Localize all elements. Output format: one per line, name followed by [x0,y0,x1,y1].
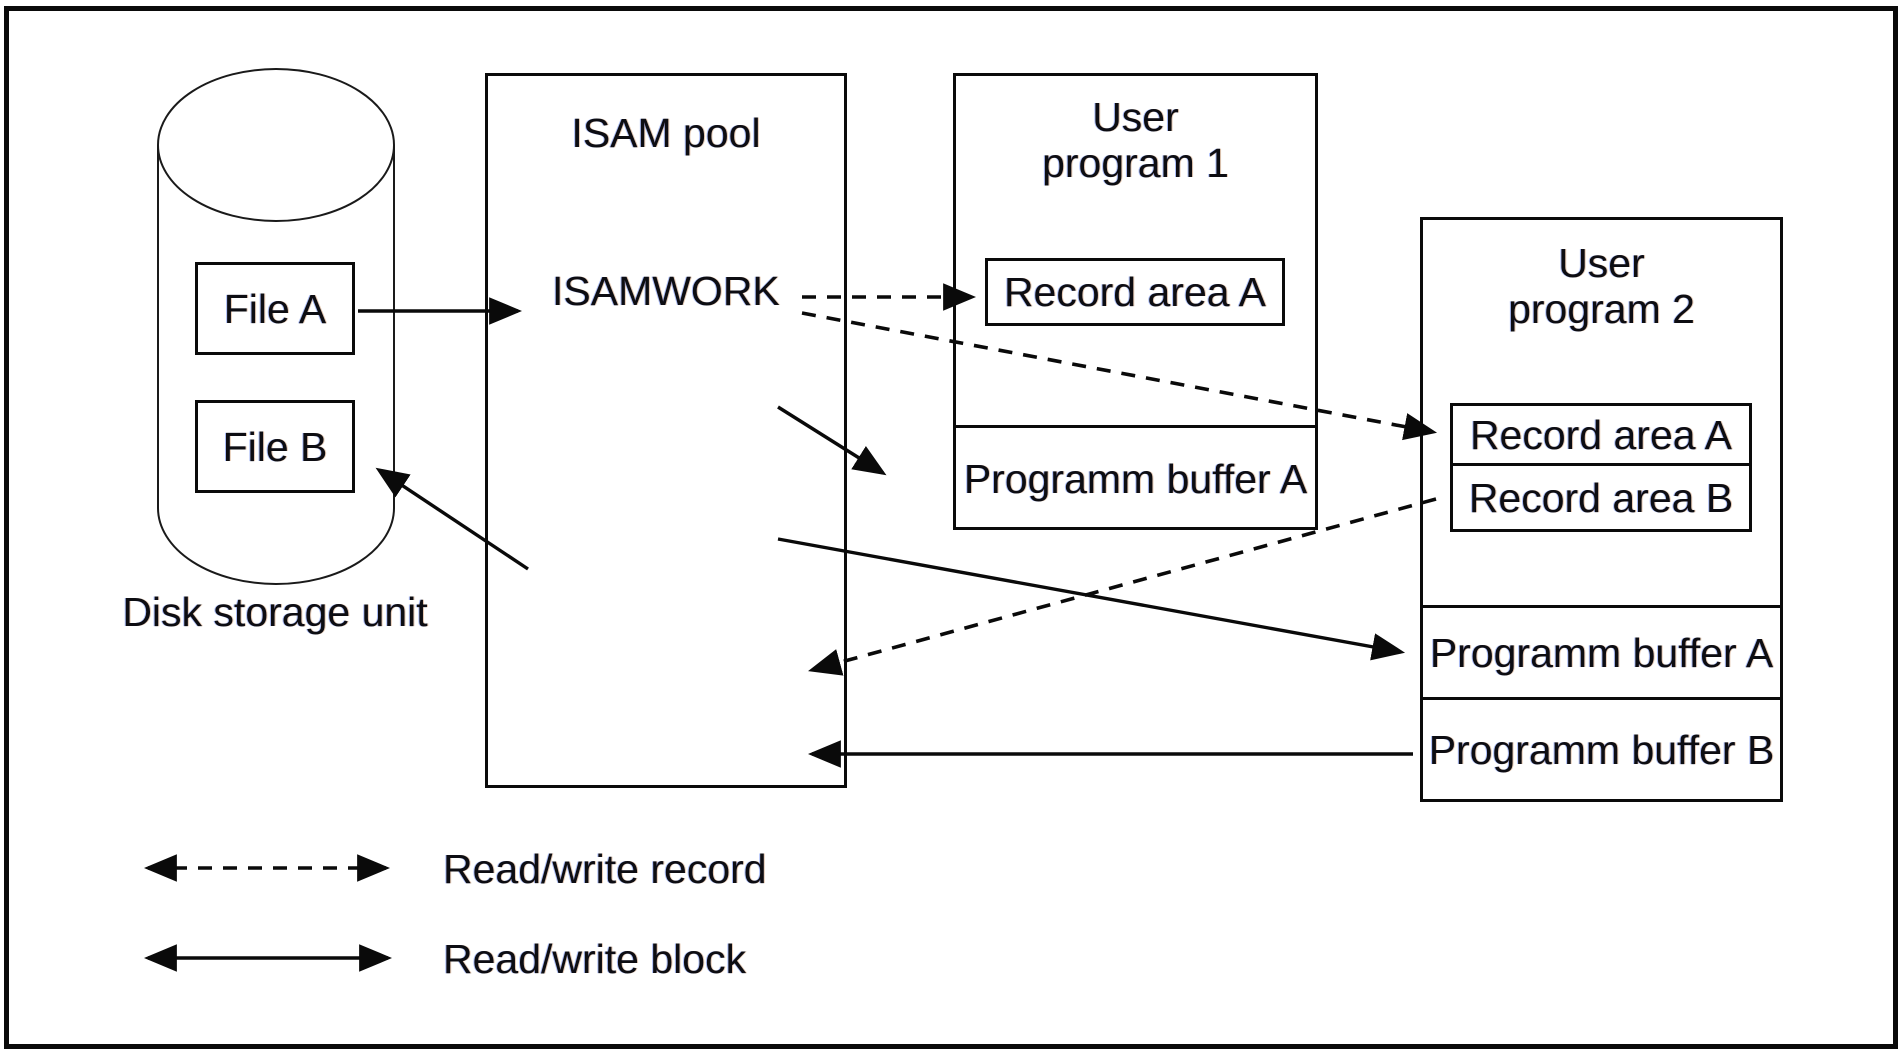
up1-buffer-a-section: Programm buffer A [953,428,1318,530]
up2-record-area-b-label: Record area B [1468,474,1734,521]
file-b-label: File B [222,423,328,470]
file-b-box: File B [195,400,355,493]
outer-frame [4,6,1898,1049]
up1-buffer-a-label: Programm buffer A [963,456,1308,502]
user-program-2-title-line2: program 2 [1508,286,1695,332]
user-program-2-title: User program 2 [1420,240,1783,332]
user-program-1-title-line1: User [1092,94,1179,140]
up2-buffer-b-label: Programm buffer B [1428,726,1775,773]
up2-record-area-a-box: Record area A [1450,403,1752,466]
user-program-2-divider-2 [1420,697,1783,700]
isam-pool-title: ISAM pool [571,110,761,156]
isam-pool-box [485,73,847,788]
up2-buffer-a-label: Programm buffer A [1429,629,1774,676]
user-program-1-title-line2: program 1 [1042,140,1229,186]
isamwork-label: ISAMWORK [552,268,780,314]
file-a-box: File A [195,262,355,355]
up2-record-area-b-box: Record area B [1450,463,1752,532]
user-program-2-divider-1 [1420,605,1783,608]
up2-buffer-a-section: Programm buffer A [1420,608,1783,697]
user-program-2-title-line1: User [1558,240,1645,286]
disk-storage-unit-label: Disk storage unit [122,589,428,635]
up2-record-area-a-label: Record area A [1469,411,1733,458]
user-program-1-title: User program 1 [953,94,1318,186]
up1-record-area-a-label: Record area A [1003,269,1267,315]
up2-buffer-b-section: Programm buffer B [1420,700,1783,799]
file-a-label: File A [223,285,327,332]
legend-record-label: Read/write record [443,846,767,892]
legend-block-label: Read/write block [443,936,747,982]
up1-record-area-a-box: Record area A [985,258,1285,326]
